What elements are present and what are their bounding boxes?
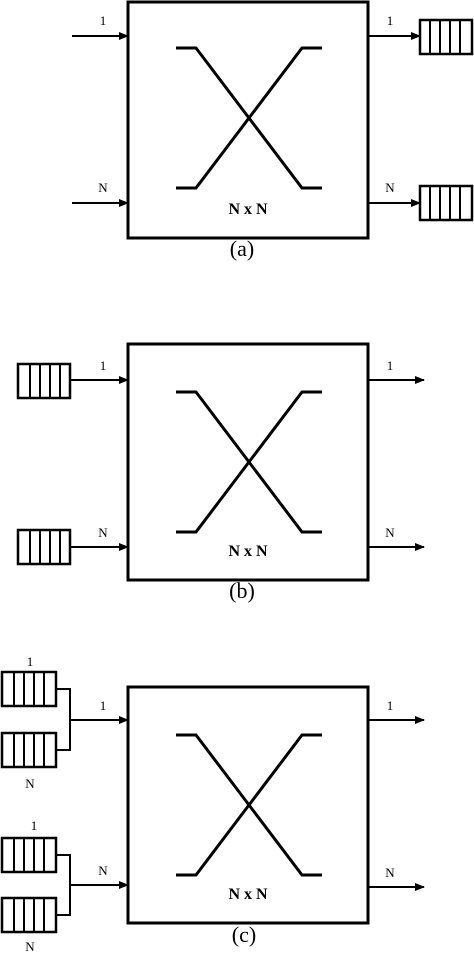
output-label-1-a: 1 xyxy=(387,13,394,28)
output-label-n-a: N xyxy=(385,180,395,195)
caption-c: (c) xyxy=(232,922,256,947)
voq-group-n-c: 1 N xyxy=(0,818,71,954)
input-label-1-c: 1 xyxy=(100,698,107,713)
output-label-n-b: N xyxy=(385,525,395,540)
crossbar-c xyxy=(176,733,322,877)
input-label-n-c: N xyxy=(98,863,108,878)
output-label-n-c: N xyxy=(385,865,395,880)
input-label-n-a: N xyxy=(98,180,108,195)
voq-label-n-top-c: N xyxy=(25,776,35,791)
voq-merge-1-c xyxy=(56,688,71,751)
diagram-a: N x N 1 N 1 N (a) xyxy=(72,0,474,261)
switch-label-c: N x N xyxy=(228,886,268,903)
caption-a: (a) xyxy=(230,236,254,261)
voq-merge-n-c xyxy=(56,854,71,916)
voq-label-1-top-c: 1 xyxy=(27,654,34,669)
voq-queue-1-1-c xyxy=(0,670,58,708)
output-label-1-c: 1 xyxy=(387,698,394,713)
output-label-1-b: 1 xyxy=(387,358,394,373)
diagram-c: N x N 1 N 1 1 xyxy=(0,654,425,954)
caption-b: (b) xyxy=(229,578,255,603)
crossbar-a xyxy=(176,46,322,190)
voq-queue-n-n-c xyxy=(0,896,58,934)
input-label-1-b: 1 xyxy=(100,358,107,373)
input-queue-1-b xyxy=(16,362,72,400)
crossbar-b xyxy=(176,390,322,534)
voq-queue-1-n-c xyxy=(0,731,58,769)
input-label-1-a: 1 xyxy=(100,13,107,28)
voq-queue-n-1-c xyxy=(0,836,58,874)
switch-label-b: N x N xyxy=(228,543,268,560)
voq-label-1-bottom-c: 1 xyxy=(31,818,38,833)
output-queue-n-a xyxy=(418,184,474,222)
output-queue-1-a xyxy=(418,18,474,56)
diagram-b: N x N 1 N 1 N (b) xyxy=(16,342,425,603)
voq-label-n-bottom-c: N xyxy=(25,939,35,954)
input-label-n-b: N xyxy=(98,525,108,540)
input-queue-n-b xyxy=(16,528,72,566)
voq-group-1-c: 1 N xyxy=(0,654,71,791)
switch-label-a: N x N xyxy=(228,201,268,218)
